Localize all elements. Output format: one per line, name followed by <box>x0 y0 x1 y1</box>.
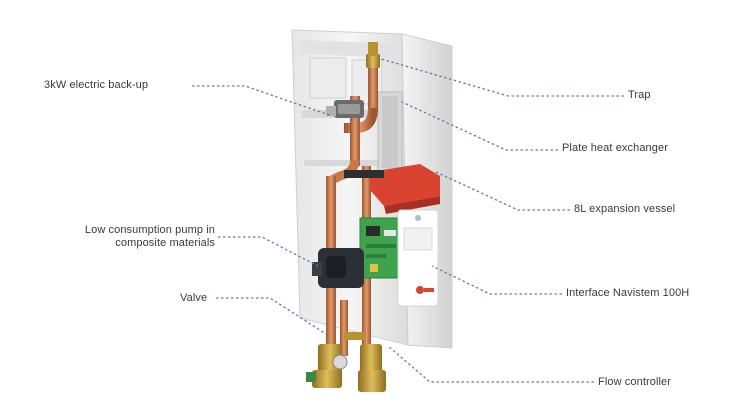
plate-heat-exchanger <box>377 91 403 173</box>
electric-backup-element <box>326 100 364 118</box>
leader-trap <box>377 57 624 97</box>
label-trap: Trap <box>628 89 651 101</box>
label-interface: Interface Navistem 100H <box>566 287 690 299</box>
label-pump: Low consumption pump in composite materi… <box>20 224 215 250</box>
leader-lines <box>192 57 624 383</box>
label-electric-backup: 3kW electric back-up <box>44 79 149 91</box>
leader-interface <box>431 265 562 295</box>
leader-expansion <box>435 171 570 211</box>
leader-plate <box>401 101 558 151</box>
valve-assembly <box>306 332 386 392</box>
pump <box>312 248 364 288</box>
trap-fitting <box>366 42 380 68</box>
expansion-vessel <box>344 164 440 214</box>
label-pump-line1: Low consumption pump in <box>84 224 215 236</box>
circuit-board <box>359 217 405 279</box>
leader-flow <box>387 345 594 383</box>
interface-panel <box>397 209 439 307</box>
label-flow-controller: Flow controller <box>598 376 672 388</box>
label-valve: Valve <box>180 292 208 304</box>
label-plate-heat-exchanger: Plate heat exchanger <box>562 142 668 154</box>
leader-pump <box>218 236 319 267</box>
label-expansion-vessel: 8L expansion vessel <box>574 203 676 215</box>
label-pump-line2: composite materials <box>115 237 215 249</box>
